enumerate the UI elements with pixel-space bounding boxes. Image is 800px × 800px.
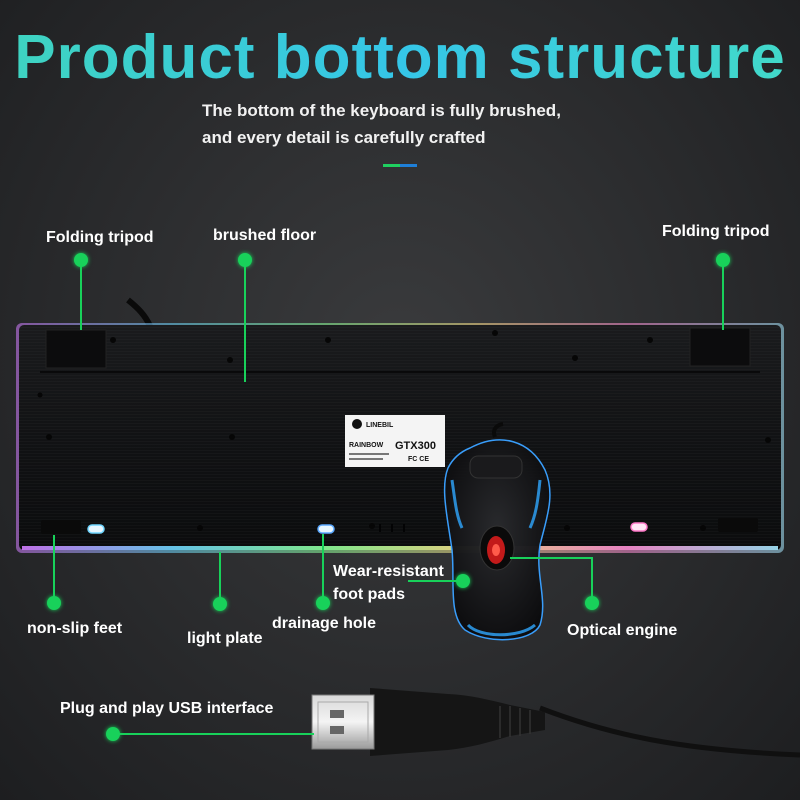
sticker-series: RAINBOW bbox=[349, 442, 384, 449]
label-wear-resistant-line-1: Wear-resistant bbox=[333, 563, 444, 580]
callout-line-usb bbox=[118, 733, 314, 735]
callout-dot-optical-engine bbox=[585, 596, 599, 610]
callout-dot-brushed-floor bbox=[238, 253, 252, 267]
accent-green-segment bbox=[383, 164, 400, 167]
label-usb-interface: Plug and play USB interface bbox=[60, 700, 274, 717]
callout-line-folding-tripod-left bbox=[80, 262, 82, 330]
callout-line-non-slip-feet bbox=[53, 535, 55, 601]
label-non-slip-feet: non-slip feet bbox=[27, 620, 123, 637]
sticker-model: GTX300 bbox=[395, 440, 436, 452]
accent-blue-segment bbox=[400, 164, 417, 167]
callout-dot-folding-tripod-right bbox=[716, 253, 730, 267]
label-light-plate: light plate bbox=[187, 630, 263, 647]
callout-dot-folding-tripod-left bbox=[74, 253, 88, 267]
subtitle-line-2: and every detail is carefully crafted bbox=[202, 128, 486, 147]
label-optical-engine: Optical engine bbox=[567, 622, 678, 639]
label-brushed-floor: brushed floor bbox=[213, 227, 317, 244]
label-wear-resistant-line-2: foot pads bbox=[333, 586, 405, 603]
mouse-bottom bbox=[443, 422, 551, 641]
callout-line-wear-resistant bbox=[408, 580, 458, 582]
callout-line-drainage-hole bbox=[322, 534, 324, 601]
subtitle-accent-bar bbox=[383, 154, 417, 167]
label-drainage-hole: drainage hole bbox=[272, 615, 377, 632]
label-folding-tripod-left: Folding tripod bbox=[46, 229, 154, 246]
label-folding-tripod-right: Folding tripod bbox=[662, 223, 770, 240]
usb-plug-icon bbox=[311, 688, 800, 758]
sticker-cert: FC CE bbox=[408, 456, 429, 463]
page-title: Product bottom structure bbox=[0, 22, 800, 93]
keyboard-cable bbox=[126, 297, 153, 328]
callout-line-optical-engine-h bbox=[510, 557, 593, 559]
callout-line-folding-tripod-right bbox=[722, 262, 724, 330]
callout-dot-wear-resistant bbox=[456, 574, 470, 588]
callout-line-brushed-floor bbox=[244, 262, 246, 382]
callout-line-optical-engine-v bbox=[591, 557, 593, 601]
callout-line-light-plate bbox=[219, 552, 221, 602]
callout-dot-light-plate bbox=[213, 597, 227, 611]
subtitle-line-1: The bottom of the keyboard is fully brus… bbox=[202, 101, 561, 120]
subtitle: The bottom of the keyboard is fully brus… bbox=[202, 97, 622, 151]
sticker-brand: LINEBIL bbox=[366, 422, 394, 429]
callout-dot-drainage-hole bbox=[316, 596, 330, 610]
callout-dot-non-slip-feet bbox=[47, 596, 61, 610]
callout-dot-usb bbox=[106, 727, 120, 741]
product-label-sticker: LINEBIL RAINBOW GTX300 FC CE bbox=[345, 415, 445, 467]
